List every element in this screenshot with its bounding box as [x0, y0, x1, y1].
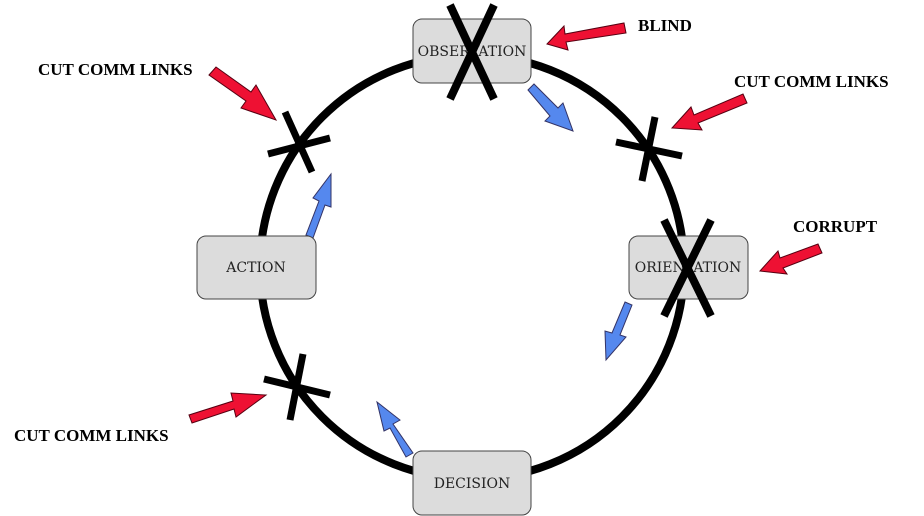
- attack-arrow-cut-bottom-left: [188, 392, 268, 424]
- cut-mark-bottom-left: [263, 353, 331, 421]
- attack-label-cut-top-left: CUT COMM LINKS: [38, 60, 193, 79]
- flow-arrow-action-to-observation: [305, 172, 332, 239]
- attack-arrow-cut-top-right: [670, 93, 748, 131]
- attack-arrow-corrupt: [758, 243, 823, 275]
- flow-arrow-orientation-to-decision: [604, 301, 633, 362]
- node-action: ACTION: [196, 235, 317, 300]
- node-action-label: ACTION: [225, 260, 285, 276]
- attack-arrows: [188, 22, 823, 424]
- cut-mark-top-left: [267, 110, 331, 174]
- x-mark-observation: [446, 3, 498, 101]
- x-mark-orientation: [660, 218, 715, 318]
- node-decision-label: DECISION: [434, 476, 511, 492]
- cut-mark-top-right: [615, 116, 683, 182]
- attack-arrow-cut-top-left: [208, 66, 278, 121]
- node-decision: DECISION: [412, 450, 532, 516]
- flow-arrow-observation-to-orientation: [527, 83, 574, 132]
- attack-label-blind: BLIND: [638, 16, 692, 35]
- attack-arrow-blind: [546, 22, 627, 51]
- flow-arrows: [305, 83, 633, 458]
- attack-label-corrupt: CORRUPT: [793, 217, 878, 236]
- loop-ring: [256, 51, 688, 483]
- attack-label-cut-top-right: CUT COMM LINKS: [734, 72, 889, 91]
- flow-arrow-decision-to-action: [376, 400, 414, 458]
- attack-label-cut-bottom-left: CUT COMM LINKS: [14, 426, 169, 445]
